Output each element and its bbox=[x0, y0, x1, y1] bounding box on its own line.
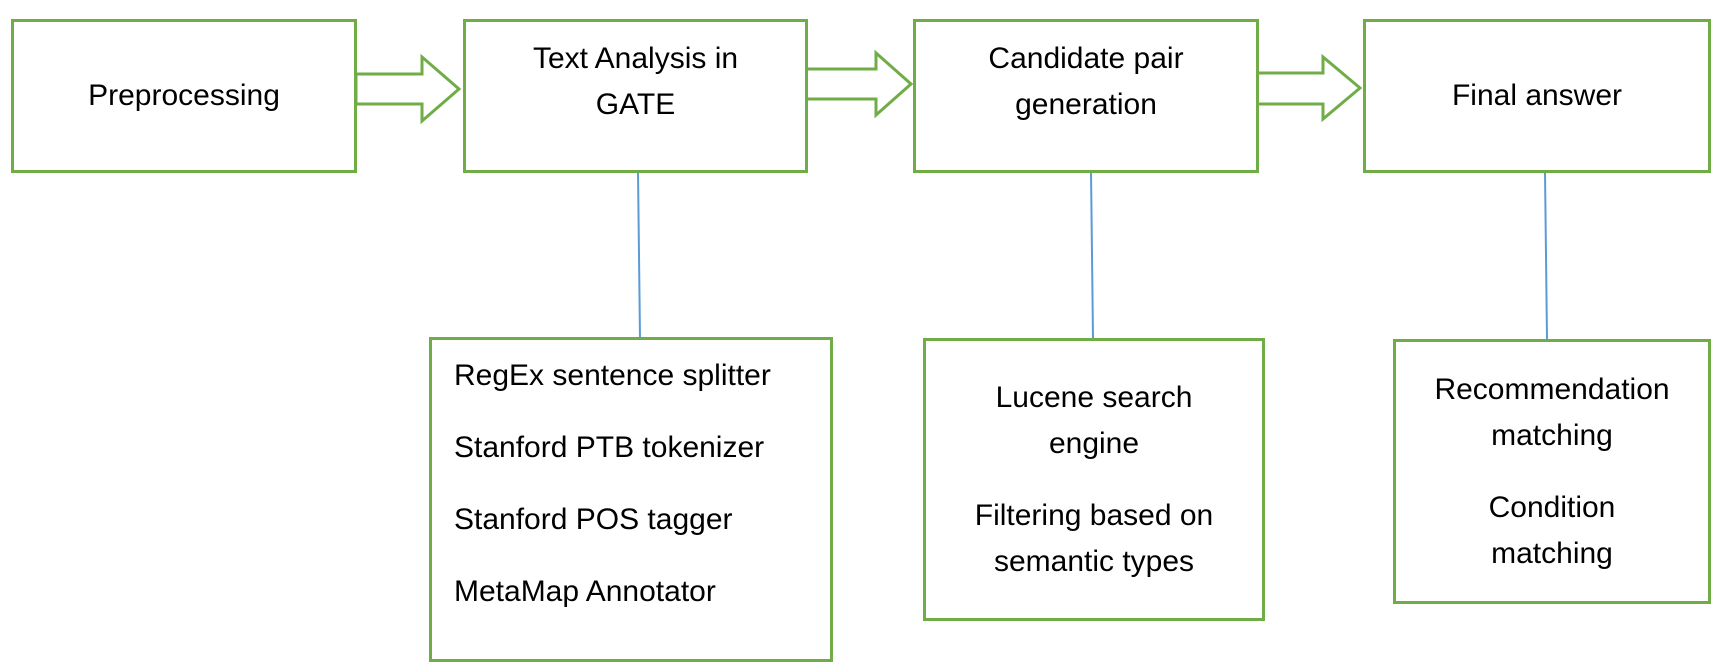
connector-gate bbox=[637, 171, 641, 339]
stage-candidate-generation: Candidate pair generation bbox=[913, 19, 1259, 173]
stage-text-analysis-line-1: Text Analysis in bbox=[532, 42, 739, 75]
candidate-detail-line: Filtering based on bbox=[974, 498, 1214, 532]
gate-component: RegEx sentence splitter bbox=[454, 359, 771, 392]
final-detail-line: Condition bbox=[1488, 490, 1616, 524]
stage-final-answer-label: Final answer bbox=[1451, 79, 1623, 112]
candidate-details-box: Lucene search engine Filtering based on … bbox=[923, 338, 1265, 621]
candidate-detail-line: engine bbox=[1048, 426, 1140, 460]
gate-components-box: RegEx sentence splitter Stanford PTB tok… bbox=[429, 337, 833, 662]
stage-text-analysis: Text Analysis in GATE bbox=[463, 19, 808, 173]
connector-candidate bbox=[1090, 171, 1094, 339]
candidate-detail-line: Lucene search bbox=[995, 380, 1193, 414]
gate-component: Stanford POS tagger bbox=[454, 503, 733, 536]
final-detail-line: matching bbox=[1491, 536, 1613, 570]
candidate-detail-line: semantic types bbox=[993, 544, 1195, 578]
final-detail-line: matching bbox=[1491, 418, 1613, 452]
stage-preprocessing-label: Preprocessing bbox=[88, 79, 280, 112]
stage-candidate-line-1: Candidate pair bbox=[988, 42, 1184, 75]
gate-component: MetaMap Annotator bbox=[454, 575, 716, 608]
arrow-3 bbox=[1254, 53, 1363, 123]
stage-candidate-line-2: generation bbox=[1015, 88, 1157, 121]
stage-final-answer: Final answer bbox=[1363, 19, 1711, 173]
stage-text-analysis-line-2: GATE bbox=[595, 88, 676, 121]
final-details-box: Recommendation matching Condition matchi… bbox=[1393, 339, 1711, 604]
connector-final bbox=[1544, 171, 1548, 340]
stage-preprocessing: Preprocessing bbox=[11, 19, 357, 173]
final-detail-line: Recommendation bbox=[1434, 372, 1670, 406]
arrow-1 bbox=[354, 53, 462, 125]
gate-component: Stanford PTB tokenizer bbox=[454, 431, 765, 464]
arrow-2 bbox=[804, 49, 914, 119]
